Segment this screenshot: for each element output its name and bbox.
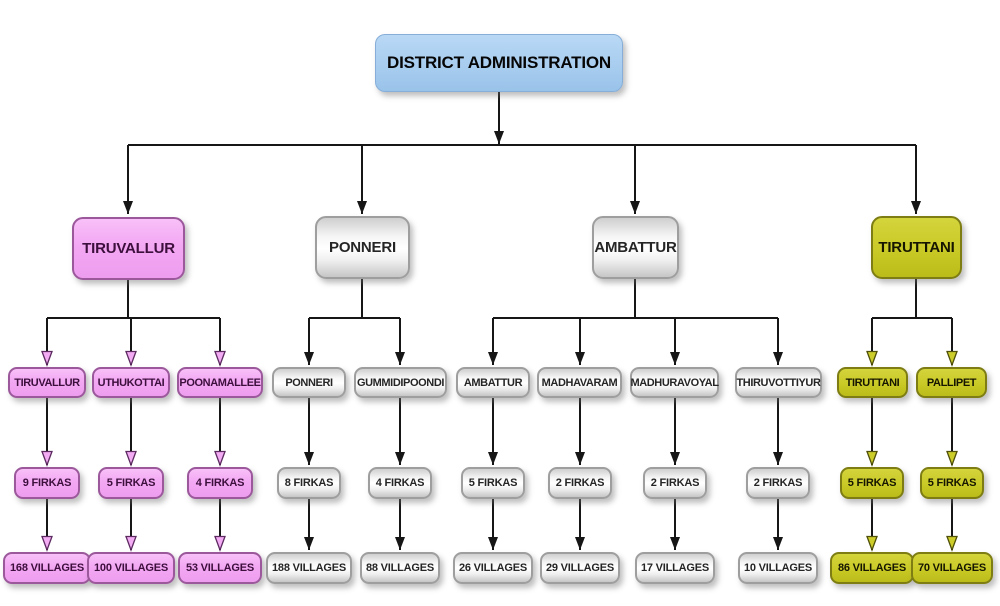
firkas-node-pallipet: 5 FIRKAS [920,467,984,499]
villages-node-poonamallee: 53 VILLAGES [178,552,262,584]
taluk-node-ponneri: PONNERI [272,367,346,398]
firkas-node-ambattur: 5 FIRKAS [461,467,525,499]
villages-node-madhavaram: 29 VILLAGES [540,552,620,584]
taluk-node-ambattur: AMBATTUR [456,367,530,398]
division-node-ambattur: AMBATTUR [592,216,679,279]
villages-node-pallipet: 70 VILLAGES [911,552,993,584]
taluk-node-uthukottai: UTHUKOTTAI [92,367,170,398]
firkas-node-madhavaram: 2 FIRKAS [548,467,612,499]
division-node-tiruttani: TIRUTTANI [871,216,962,279]
firkas-node-thiruvottiyur: 2 FIRKAS [746,467,810,499]
villages-node-thiruvottiyur: 10 VILLAGES [738,552,818,584]
firkas-node-gummidipoondi: 4 FIRKAS [368,467,432,499]
taluk-node-tiruvallur: TIRUVALLUR [8,367,86,398]
taluk-node-tiruttani: TIRUTTANI [837,367,908,398]
taluk-node-thiruvottiyur: THIRUVOTTIYUR [735,367,822,398]
villages-node-uthukottai: 100 VILLAGES [87,552,175,584]
taluk-node-pallipet: PALLIPET [916,367,987,398]
firkas-node-tiruttani: 5 FIRKAS [840,467,904,499]
villages-node-ponneri: 188 VILLAGES [266,552,352,584]
firkas-node-tiruvallur: 9 FIRKAS [14,467,80,499]
division-node-ponneri: PONNERI [315,216,410,279]
taluk-node-poonamallee: POONAMALLEE [177,367,263,398]
villages-node-madhuravoyal: 17 VILLAGES [635,552,715,584]
root-node-district-administration: DISTRICT ADMINISTRATION [375,34,623,92]
villages-node-gummidipoondi: 88 VILLAGES [360,552,440,584]
firkas-node-poonamallee: 4 FIRKAS [187,467,253,499]
division-node-tiruvallur: TIRUVALLUR [72,217,185,280]
taluk-node-gummidipoondi: GUMMIDIPOONDI [354,367,447,398]
firkas-node-ponneri: 8 FIRKAS [277,467,341,499]
taluk-node-madhuravoyal: MADHURAVOYAL [630,367,719,398]
villages-node-ambattur: 26 VILLAGES [453,552,533,584]
firkas-node-madhuravoyal: 2 FIRKAS [643,467,707,499]
villages-node-tiruvallur: 168 VILLAGES [3,552,91,584]
taluk-node-madhavaram: MADHAVARAM [537,367,622,398]
firkas-node-uthukottai: 5 FIRKAS [98,467,164,499]
villages-node-tiruttani: 86 VILLAGES [830,552,914,584]
